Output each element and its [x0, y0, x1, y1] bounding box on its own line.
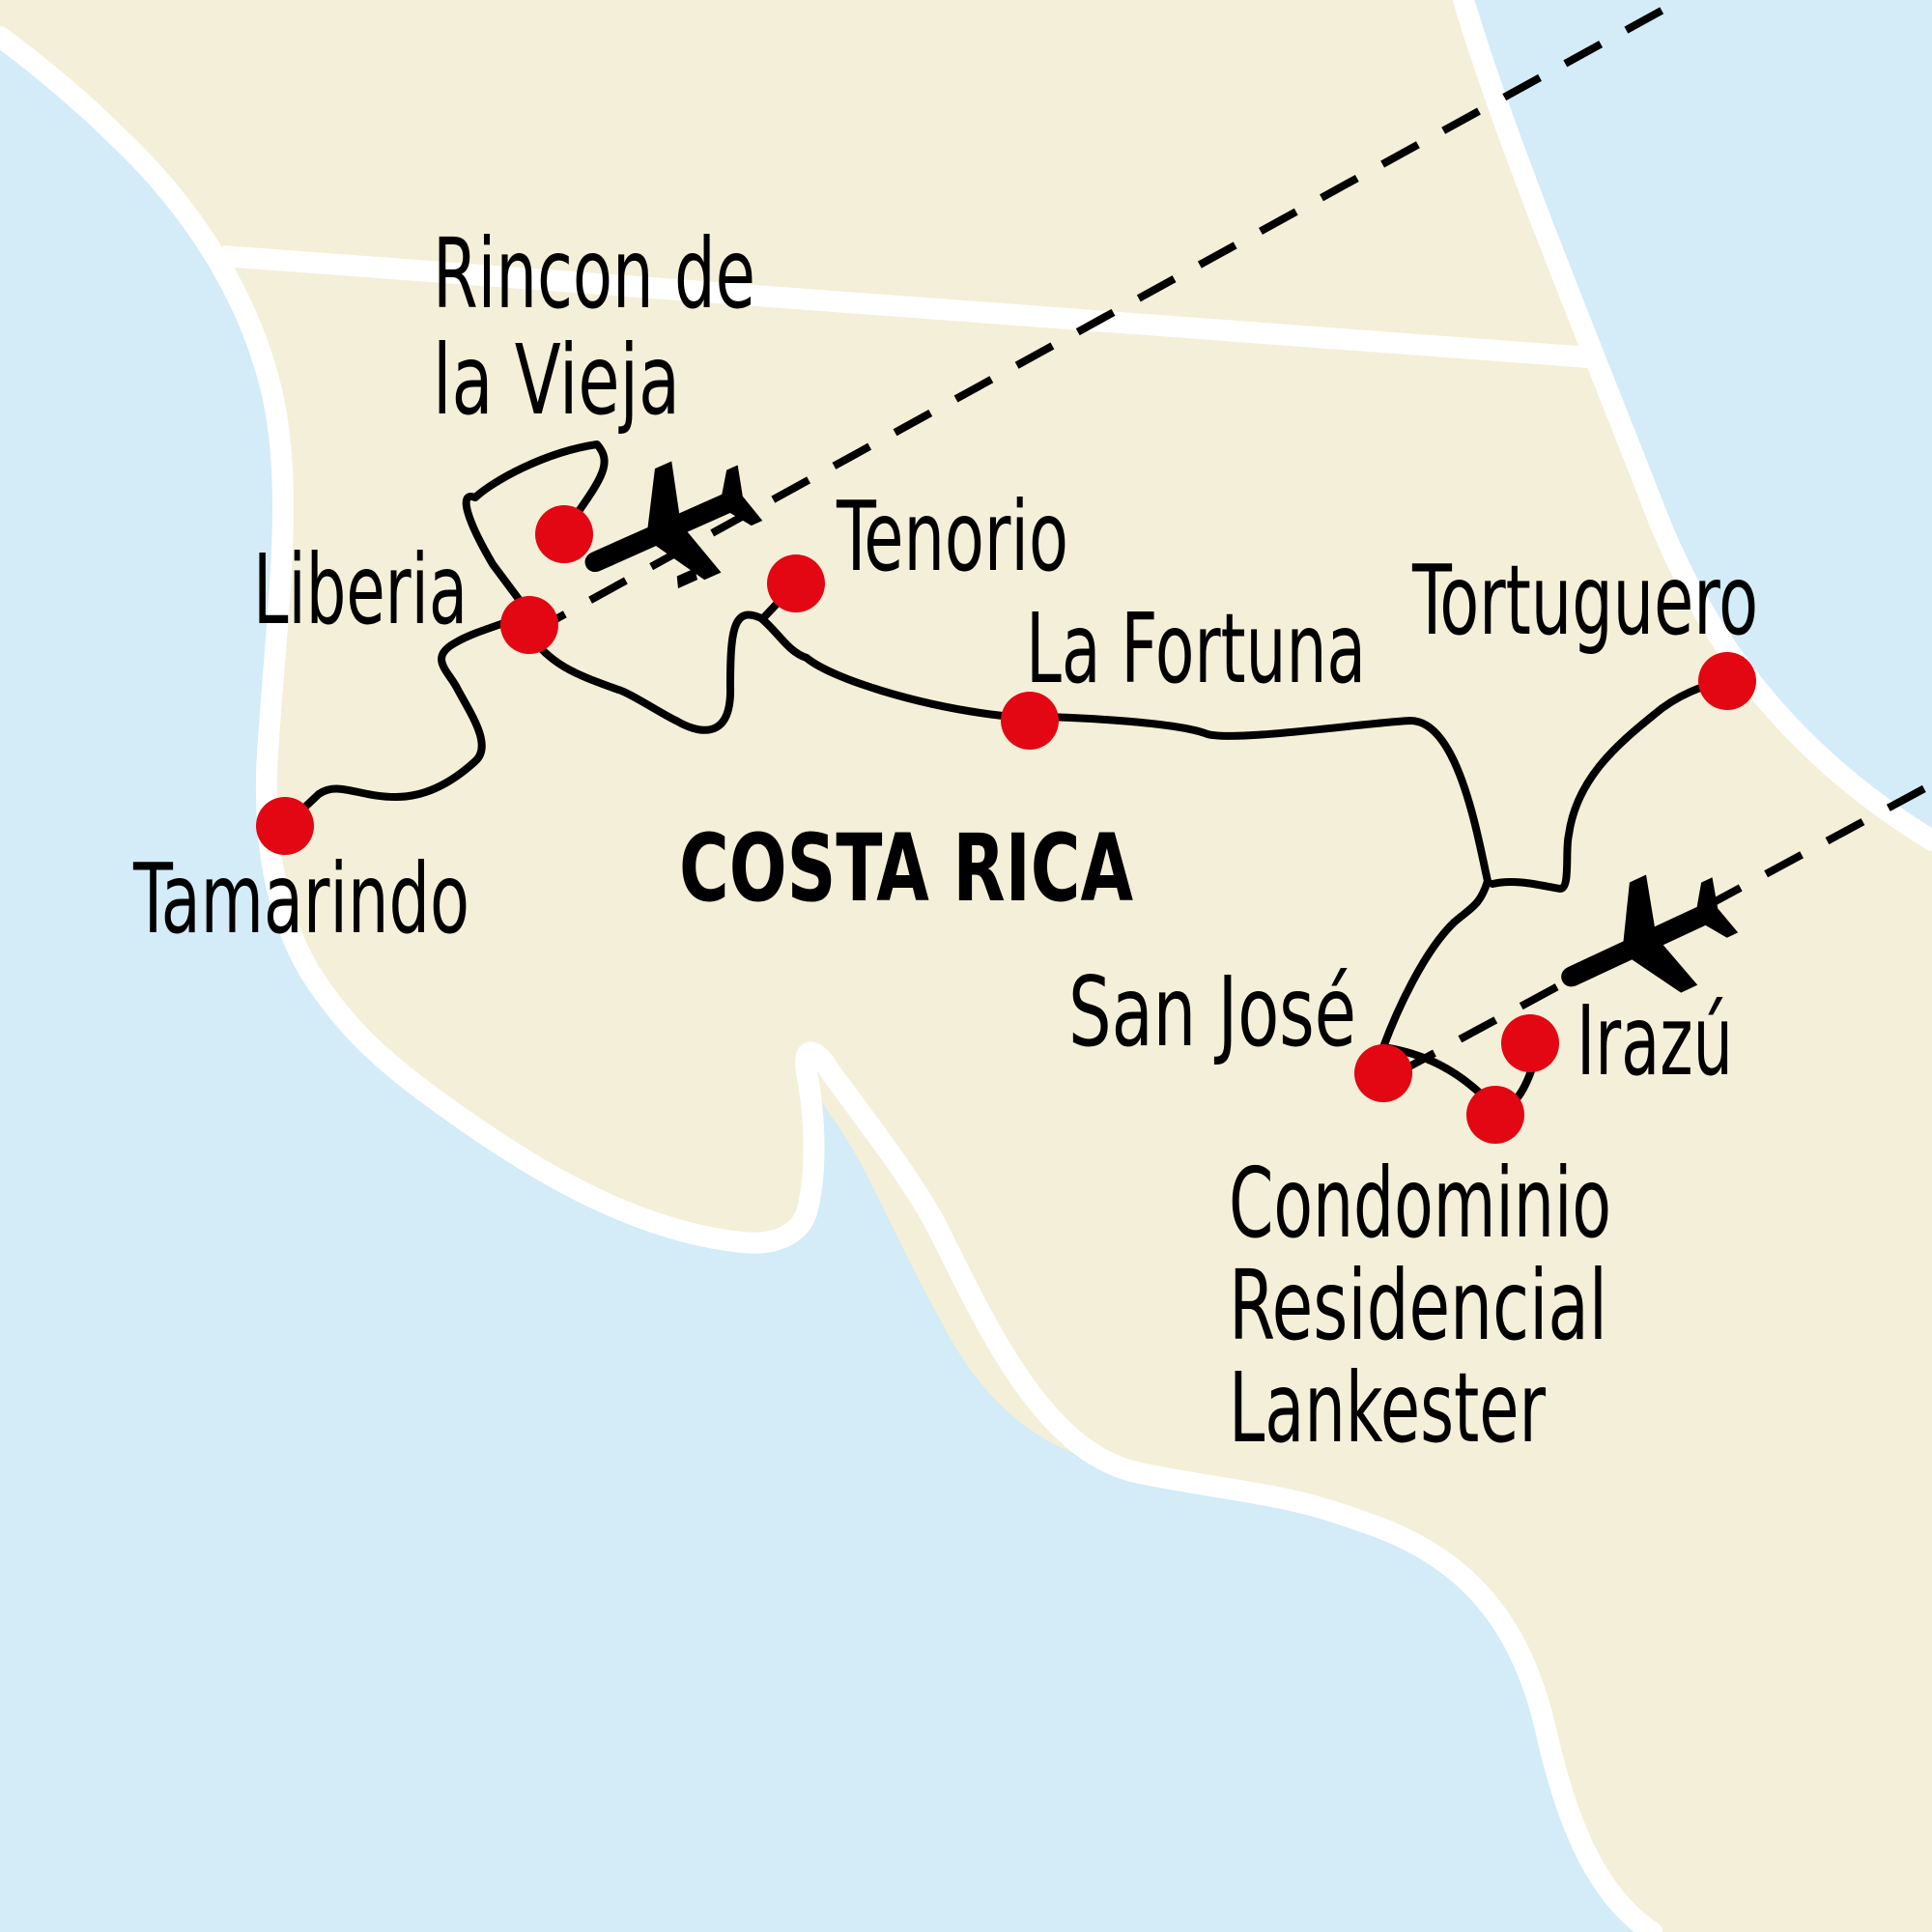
country-label: COSTA RICA [679, 814, 1133, 923]
place-label-la-fortuna: La Fortuna [1026, 592, 1366, 705]
place-label-tenorio: Tenorio [836, 480, 1068, 593]
stop-marker[interactable] [1501, 1014, 1559, 1072]
stop-marker[interactable] [1466, 1086, 1524, 1144]
stop-marker[interactable] [500, 596, 558, 654]
airplane-icon [584, 461, 763, 589]
stop-marker[interactable] [1354, 1044, 1412, 1102]
place-label-irazu: Irazú [1577, 984, 1733, 1097]
place-label-tortuguero: Tortuguero [1411, 544, 1758, 657]
airplane-icon [1561, 874, 1739, 993]
stop-marker[interactable] [535, 505, 593, 563]
stop-marker[interactable] [767, 554, 825, 612]
national-border [221, 245, 1590, 368]
place-label-lankester: Condominio Residencial Lankester [1229, 1147, 1639, 1464]
pacific-ocean [0, 37, 1652, 1932]
caribbean-sea [1463, 0, 1932, 840]
stop-marker[interactable] [1698, 652, 1756, 710]
stop-markers [256, 505, 1756, 1144]
place-label-rincon: Rincon de la Vieja [433, 217, 783, 437]
place-label-liberia: Liberia [253, 533, 468, 646]
place-labels: Rincon de la Vieja Liberia Tenorio La Fo… [132, 217, 1758, 1464]
ground-route [281, 440, 1731, 1114]
stop-marker[interactable] [1001, 692, 1059, 750]
place-label-san-jose: San José [1068, 955, 1356, 1068]
place-label-tamarindo: Tamarindo [132, 842, 469, 955]
stop-marker[interactable] [256, 797, 314, 855]
